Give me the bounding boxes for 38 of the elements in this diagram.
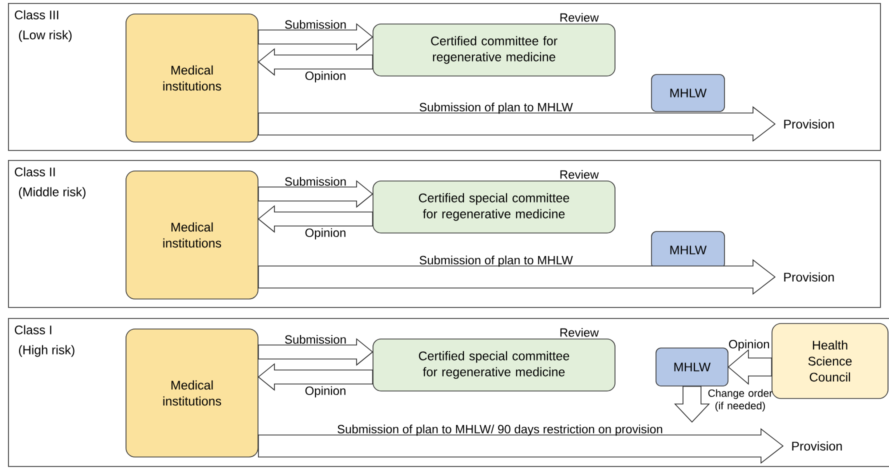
outcome-label: Provision [792, 441, 842, 451]
block-arrow [258, 48, 373, 76]
institution-box: Medical institutions [126, 170, 258, 300]
institution-box: Medical institutions [126, 14, 258, 142]
edge-label: Change order (if needed) [708, 389, 772, 412]
committee-box: Certified special committee for regenerative medicine [372, 180, 616, 234]
institution-box: Medical institutions [126, 328, 258, 458]
edge-label: Submission of plan to MHLW [420, 256, 573, 267]
review-label: Review [560, 328, 599, 337]
block-arrow [728, 349, 772, 385]
ministry-box: MHLW [651, 231, 725, 269]
committee-box: Certified special committee for regenerative medicine [372, 338, 616, 392]
committee-box: Certified committee for regenerative medicine [372, 24, 616, 76]
block-arrow [674, 386, 710, 423]
block-arrow [258, 106, 776, 142]
edge-label: Opinion [305, 386, 346, 398]
block-arrow [258, 180, 374, 208]
edge-label: Submission of plan to MHLW/ 90 days restriction on provision [338, 424, 662, 436]
outcome-label: Provision [784, 119, 834, 129]
block-arrow [258, 338, 374, 366]
edge-label: Submission [285, 20, 346, 29]
review-label: Review [560, 170, 599, 179]
block-arrow [258, 363, 373, 391]
edge-label: Opinion [729, 340, 770, 351]
council-box: Health Science Council [772, 323, 888, 399]
edge-label: Submission of plan to MHLW [420, 102, 573, 114]
edge-label: Opinion [305, 228, 346, 240]
block-arrow [258, 205, 373, 233]
block-arrow [258, 428, 784, 464]
edge-label: Submission [285, 334, 346, 344]
edge-label: Opinion [305, 71, 346, 82]
block-arrow [258, 23, 374, 51]
edge-label: Submission [285, 177, 346, 186]
review-label: Review [560, 13, 599, 22]
ministry-box: MHLW [651, 74, 725, 112]
ministry-box: MHLW [656, 348, 728, 386]
block-arrow [258, 259, 776, 295]
outcome-label: Provision [784, 272, 834, 282]
